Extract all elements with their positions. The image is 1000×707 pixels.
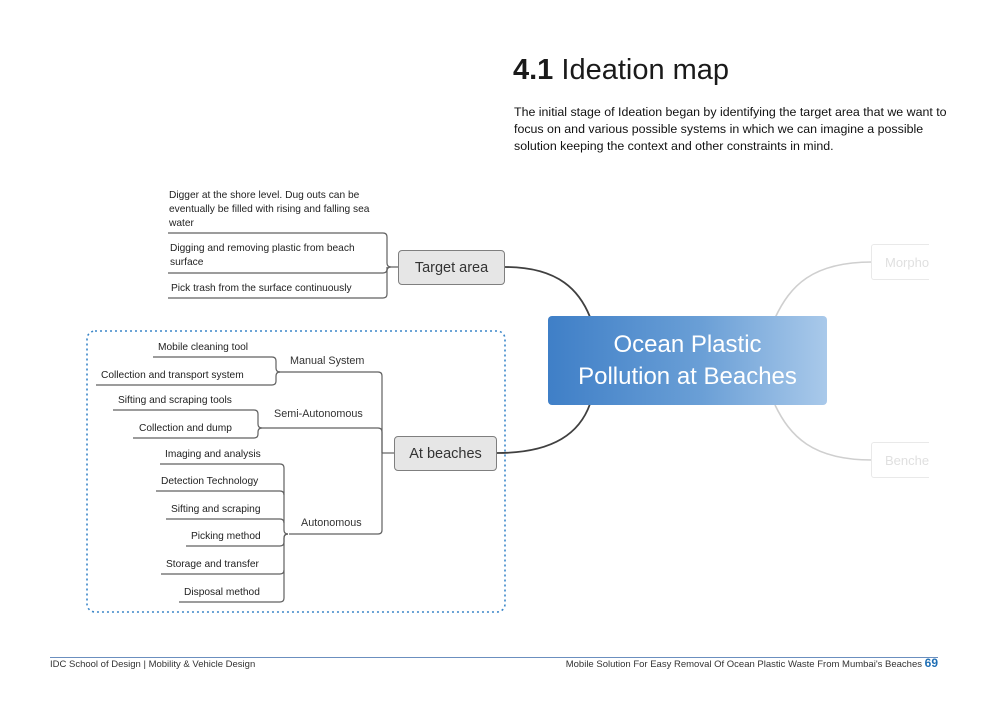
leaf-sifting-scraping-tools: Sifting and scraping tools <box>118 395 232 406</box>
connector-target-area <box>504 266 591 318</box>
leaf-mobile-cleaning-tool: Mobile cleaning tool <box>158 342 249 353</box>
leaf-underline-sifting <box>166 518 285 524</box>
at-beaches-group-boundary <box>86 330 506 613</box>
central-topic-line2: Pollution at Beaches <box>578 362 797 390</box>
leaf-underline-mobile-tool <box>153 356 281 373</box>
page-title: 4.1 Ideation map <box>513 54 729 87</box>
central-topic: Ocean Plastic Pollution at Beaches <box>548 316 827 405</box>
footer-right: Mobile Solution For Easy Removal Of Ocea… <box>566 656 938 670</box>
leaf-digging: Digging and removing plastic from beach … <box>170 243 355 268</box>
faded-branch-top: Morphology <box>871 244 929 280</box>
leaf-picking-method: Picking method <box>191 531 261 542</box>
label-autonomous: Autonomous <box>301 517 362 529</box>
leaf-underline-pick <box>168 266 392 299</box>
leaf-collection-dump: Collection and dump <box>139 423 232 434</box>
section-title: Ideation map <box>561 54 730 86</box>
leaf-underline-imaging <box>160 463 289 535</box>
leaf-storage-transfer: Storage and transfer <box>166 559 259 570</box>
node-at-beaches: At beaches <box>394 436 497 471</box>
leaf-underline-sifting-tools <box>113 409 263 429</box>
leaf-underline-collection-dump <box>133 427 263 439</box>
footer-right-title: Mobile Solution For Easy Removal Of Ocea… <box>565 659 922 670</box>
node-target-area: Target area <box>398 250 505 285</box>
footer-rule <box>50 657 938 658</box>
trunk-manual <box>279 371 383 453</box>
connector-faded-top <box>774 261 873 319</box>
trunk-auto <box>289 453 383 535</box>
section-number: 4.1 <box>513 54 554 86</box>
leaf-sifting-scraping: Sifting and scraping <box>171 504 261 515</box>
intro-paragraph: The initial stage of Ideation began by i… <box>514 105 947 153</box>
leaf-pick-trash: Pick trash from the surface continuously <box>171 283 352 294</box>
leaf-digger: Digger at the shore level. Dug outs can … <box>169 190 370 229</box>
leaf-collection-transport: Collection and transport system <box>101 370 244 381</box>
leaf-underline-detection <box>156 490 285 496</box>
label-manual-system: Manual System <box>290 355 365 367</box>
leaf-imaging-analysis: Imaging and analysis <box>165 449 261 460</box>
leaf-underline-disposal <box>179 533 289 603</box>
leaf-detection-technology: Detection Technology <box>161 476 259 487</box>
label-semi-autonomous: Semi-Autonomous <box>274 408 363 420</box>
leaf-underline-collection-transport <box>96 371 281 386</box>
connector-at-beaches <box>496 403 591 454</box>
central-topic-line1: Ocean Plastic <box>613 330 762 358</box>
leaf-disposal-method: Disposal method <box>184 587 260 598</box>
connector-faded-bottom <box>774 404 873 461</box>
footer-left: IDC School of Design | Mobility & Vehicl… <box>50 659 256 670</box>
trunk-semi <box>262 427 383 453</box>
faded-branch-bottom: Benches <box>871 442 929 478</box>
page-number: 69 <box>924 656 938 670</box>
